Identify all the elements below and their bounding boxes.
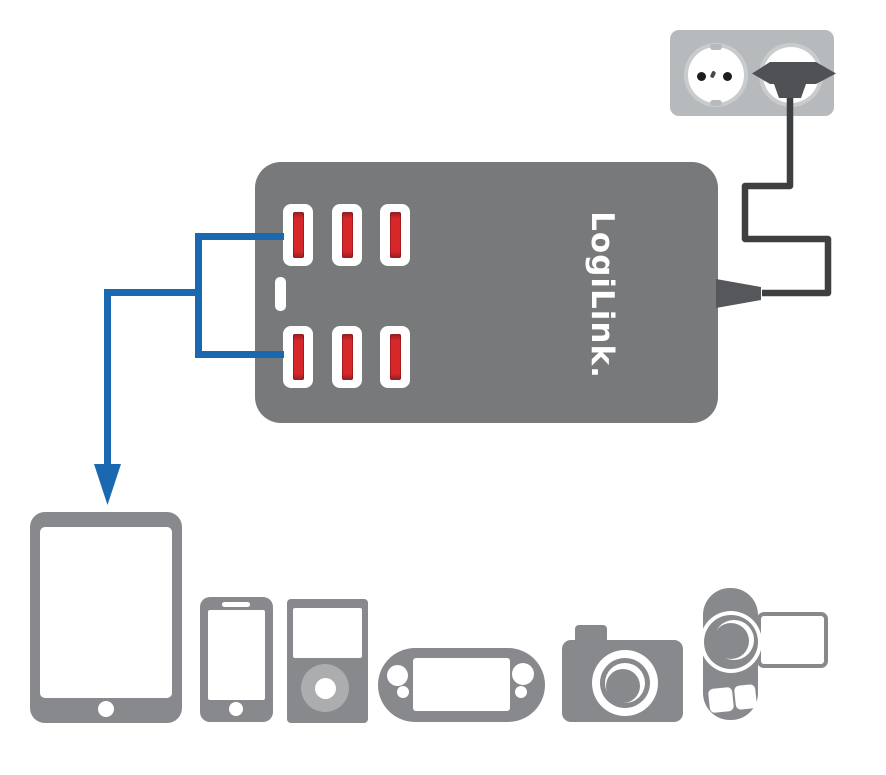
media-player-screen <box>293 608 362 658</box>
usb-port-pin <box>389 212 401 258</box>
socket-notch-bottom <box>710 100 722 106</box>
camcorder-icon <box>700 588 828 720</box>
phone-screen <box>208 610 265 700</box>
brand-logo: LogiLink. <box>584 211 620 379</box>
camera-icon <box>562 625 683 722</box>
tablet-home-button <box>98 701 114 717</box>
socket-hole-right <box>722 71 732 81</box>
camcorder-lens-core <box>713 623 749 659</box>
usb-port-pin <box>341 334 353 380</box>
power-cable <box>741 96 832 297</box>
usb-port-icon <box>380 326 410 388</box>
tablet-icon <box>30 512 182 723</box>
connection-arrowhead <box>94 464 121 505</box>
wall-outlet-icon <box>670 30 834 116</box>
usb-port-icon <box>380 204 410 266</box>
camcorder-grip-cell <box>707 686 735 714</box>
console-left-stick <box>386 664 408 686</box>
click-wheel <box>301 664 349 712</box>
phone-home-button <box>229 702 243 716</box>
socket-hole-left <box>696 71 706 81</box>
usb-port-pin <box>292 334 304 380</box>
camera-viewfinder-bump <box>575 625 607 643</box>
console-right-button <box>515 686 527 698</box>
camera-lens-core <box>606 669 640 703</box>
usb-port-icon <box>283 326 313 388</box>
smartphone-icon <box>200 597 273 722</box>
console-screen <box>413 658 510 711</box>
usb-port-pin <box>389 334 401 380</box>
socket-notch-top <box>710 44 722 50</box>
usb-port-icon <box>283 204 313 266</box>
socket-hole-middle <box>709 70 717 79</box>
usb-charger: LogiLink. <box>255 162 718 423</box>
socket-left <box>688 44 744 106</box>
media-player-icon <box>287 599 368 723</box>
socket-right <box>763 47 819 103</box>
power-connector <box>716 279 761 308</box>
console-right-stick <box>512 663 534 685</box>
usb-port-pin <box>292 212 304 258</box>
usb-port-pin <box>341 212 353 258</box>
connection-line <box>104 289 202 467</box>
game-console-icon <box>378 648 545 722</box>
phone-speaker <box>222 602 250 607</box>
console-left-button <box>397 686 409 698</box>
click-wheel-button <box>314 677 336 699</box>
usb-port-icon <box>332 204 362 266</box>
led-indicator <box>275 277 286 311</box>
usb-port-icon <box>332 326 362 388</box>
camcorder-screen <box>757 612 828 668</box>
camcorder-grip-cell <box>733 683 758 711</box>
tablet-screen <box>40 527 172 698</box>
